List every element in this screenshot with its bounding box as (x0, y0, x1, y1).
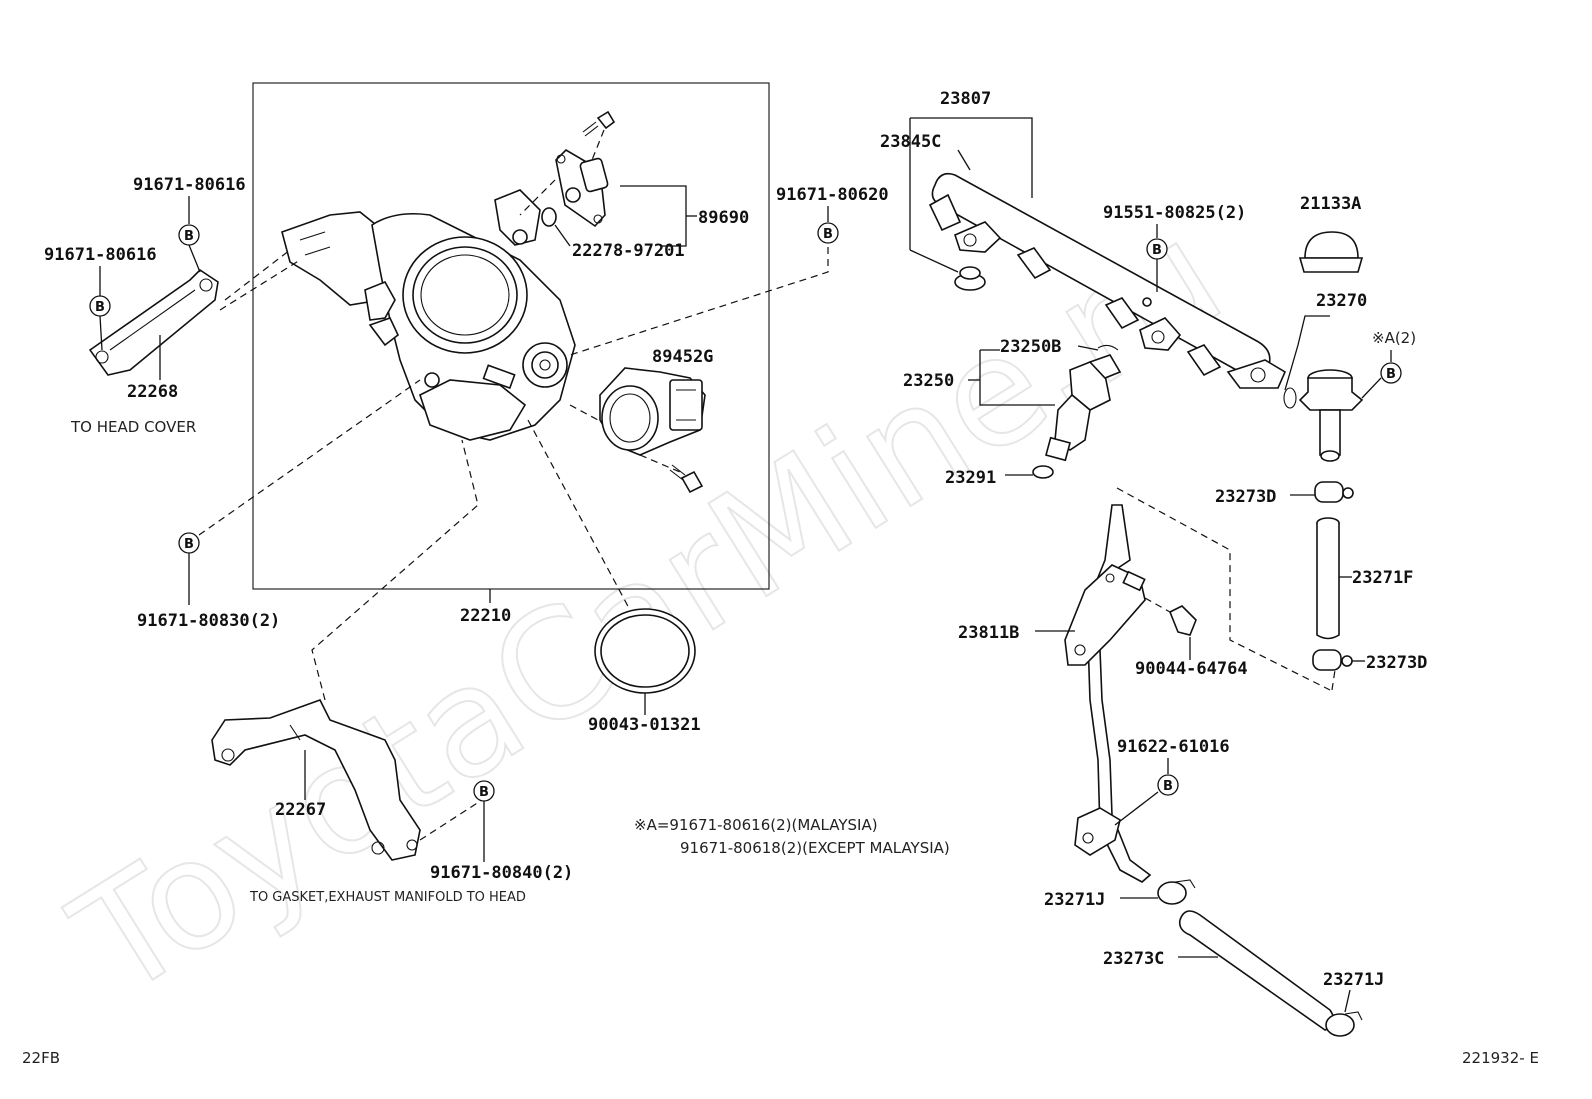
leader-23807 (910, 117, 1033, 198)
screw-tps (669, 464, 704, 494)
dash-iacv (519, 179, 556, 216)
hose-23271f (1316, 517, 1340, 640)
badge-B-7: B (1380, 362, 1402, 384)
badge-B-6: B (1146, 238, 1168, 260)
bracket-22267 (211, 699, 421, 861)
label-23271F: 23271F (1352, 568, 1413, 588)
dash-screw (591, 129, 605, 161)
badge-B-8: B (1157, 774, 1179, 796)
leader-23250 (979, 350, 1055, 406)
label-89452G: 89452G (652, 347, 713, 367)
svg-text:B: B (479, 785, 489, 800)
label-21133A: 21133A (1300, 194, 1361, 214)
hose-23273c (1178, 910, 1335, 1031)
label-89690: 89690 (698, 208, 749, 228)
footnote-line-2: 91671-80618(2)(EXCEPT MALAYSIA) (680, 839, 950, 857)
svg-text:B: B (184, 537, 194, 552)
label-91671-80616-lower: 91671-80616 (44, 245, 157, 265)
dash-91671-80620 (569, 247, 829, 356)
label-23291: 23291 (945, 468, 996, 488)
label-91551-80825: 91551-80825(2) (1103, 203, 1246, 223)
footnote-line-1: ※A=91671-80616(2)(MALAYSIA) (634, 816, 878, 834)
throttle-body (281, 189, 576, 441)
clamp-23273d-upper (1314, 481, 1354, 503)
footer-right-code: 221932- E (1462, 1049, 1539, 1067)
svg-text:B: B (95, 300, 105, 315)
label-23273D-upper: 23273D (1215, 487, 1276, 507)
note-to-gasket: TO GASKET,EXHAUST MANIFOLD TO HEAD (249, 890, 526, 905)
note-to-head-cover: TO HEAD COVER (70, 418, 196, 436)
clip-23250b (1097, 344, 1119, 351)
label-91671-80620: 91671-80620 (776, 185, 889, 205)
throttle-position-sensor (599, 367, 706, 456)
label-23811B: 23811B (958, 623, 1019, 643)
fuel-delivery-pipe (928, 172, 1287, 389)
label-22278-97201: 22278-97201 (572, 241, 685, 261)
badge-B-3: B (817, 222, 839, 244)
label-23845C: 23845C (880, 132, 941, 152)
throttle-body-group-box (252, 82, 770, 590)
pressure-regulator-23270 (1283, 369, 1364, 462)
label-90043-01321: 90043-01321 (588, 715, 701, 735)
badge-B-2: B (89, 295, 111, 317)
label-23273D-lower: 23273D (1366, 653, 1427, 673)
label-A2: ※A(2) (1372, 329, 1416, 347)
label-22210: 22210 (460, 606, 511, 626)
o-ring-23291 (1032, 465, 1054, 479)
label-22267: 22267 (275, 800, 326, 820)
badge-B-1: B (178, 224, 200, 246)
clip-90044-64764 (1168, 605, 1197, 636)
label-23807: 23807 (940, 89, 991, 109)
label-90044-64764: 90044-64764 (1135, 659, 1248, 679)
hose-clamp-23271j-upper (1157, 879, 1196, 905)
label-23271J-upper: 23271J (1044, 890, 1105, 910)
label-23270: 23270 (1316, 291, 1367, 311)
label-91671-80840: 91671-80840(2) (430, 863, 573, 883)
fuel-pipe-23811b (1064, 504, 1152, 883)
label-91622-61016: 91622-61016 (1117, 737, 1230, 757)
svg-text:B: B (823, 227, 833, 242)
svg-text:B: B (1152, 243, 1162, 258)
label-22268: 22268 (127, 382, 178, 402)
badge-B-5: B (473, 780, 495, 802)
clamp-23273d-lower (1312, 649, 1353, 671)
cap-21133a (1298, 231, 1364, 273)
injector-23250 (1045, 354, 1122, 462)
svg-text:B: B (1163, 779, 1173, 794)
o-ring-22278 (541, 207, 557, 227)
svg-text:B: B (1386, 367, 1396, 382)
label-23250B: 23250B (1000, 337, 1061, 357)
bracket-22268 (88, 268, 219, 376)
screw-89690 (582, 110, 616, 137)
leader-89690 (620, 185, 687, 247)
label-23271J-lower: 23271J (1323, 970, 1384, 990)
footer-left-code: 22FB (22, 1049, 60, 1067)
label-23273C: 23273C (1103, 949, 1164, 969)
idle-air-control-valve (555, 148, 609, 228)
svg-text:B: B (184, 229, 194, 244)
label-91671-80616-upper: 91671-80616 (133, 175, 246, 195)
hose-clamp-23271j-lower (1325, 1011, 1363, 1037)
badge-B-4: B (178, 532, 200, 554)
grommet-23845c (954, 266, 986, 291)
label-23250: 23250 (903, 371, 954, 391)
label-91671-80830: 91671-80830(2) (137, 611, 280, 631)
